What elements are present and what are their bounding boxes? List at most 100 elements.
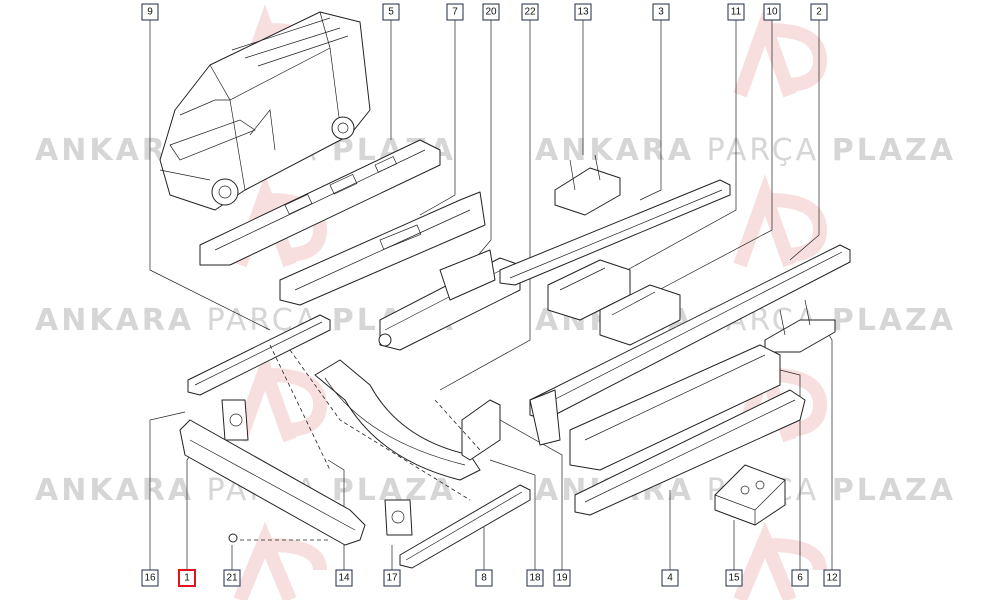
part-20-box-rail: [378, 249, 521, 351]
part-7-rail: [279, 191, 486, 306]
callout-label: 15: [728, 573, 740, 584]
callout-10[interactable]: 10: [763, 3, 781, 21]
callout-4[interactable]: 4: [661, 569, 679, 587]
callout-box: [335, 569, 353, 587]
callout-label: 16: [144, 573, 156, 584]
callout-box: [574, 3, 592, 21]
callout-box: [383, 569, 401, 587]
callout-box: [791, 569, 809, 587]
callout-label: 12: [826, 573, 838, 584]
callouts: 9 5 7 20 22 13 3 11 10 2 16 1 21 14 17 8 18 19 4 15 6 12: [141, 3, 841, 587]
part-1-bumper-beam: [179, 419, 366, 546]
callout-9[interactable]: 9: [141, 3, 159, 21]
watermark-brand-1: ANKARA: [35, 303, 194, 338]
callout-7[interactable]: 7: [446, 3, 464, 21]
callout-17[interactable]: 17: [383, 569, 401, 587]
callout-label: 9: [147, 7, 153, 18]
callout-8[interactable]: 8: [475, 569, 493, 587]
callout-label: 18: [529, 573, 541, 584]
part-19-bracket: [461, 399, 501, 461]
part-6-side-panel: [569, 344, 781, 471]
callout-16[interactable]: 16: [141, 569, 159, 587]
callout-label: 11: [731, 7, 742, 18]
callout-label: 4: [667, 573, 673, 584]
part-5-side-member: [199, 139, 441, 266]
callout-label: 8: [481, 573, 487, 584]
callout-label: 1: [184, 573, 190, 584]
callout-label: 21: [226, 573, 238, 584]
assembly-lines: [240, 344, 481, 541]
callout-box: [810, 3, 828, 21]
part-16-plate: [221, 399, 249, 441]
callout-box: [725, 569, 743, 587]
callout-11[interactable]: 11: [727, 3, 745, 21]
part-3-long-rail: [499, 179, 731, 286]
callout-box: [727, 3, 745, 21]
callout-label: 14: [338, 573, 350, 584]
watermark-logo-icon: [233, 521, 327, 600]
watermark-brand-2: PARÇA: [707, 133, 820, 168]
callout-12[interactable]: 12: [823, 569, 841, 587]
callout-box: [475, 569, 493, 587]
callout-label: 19: [556, 573, 568, 584]
callout-5[interactable]: 5: [382, 3, 400, 21]
part-15-fastener-kit: [714, 464, 786, 526]
watermark-brand-3: PLAZA: [832, 473, 956, 508]
van-illustration: [159, 11, 371, 211]
watermark-logo-icon: [233, 349, 328, 443]
callout-box: [446, 3, 464, 21]
callout-label: 6: [797, 573, 803, 584]
callout-6[interactable]: 6: [791, 569, 809, 587]
callout-2[interactable]: 2: [810, 3, 828, 21]
callout-box: [526, 569, 544, 587]
callout-box: [482, 3, 500, 21]
part-8-rail: [399, 484, 531, 569]
callout-3[interactable]: 3: [652, 3, 670, 21]
callout-label: 20: [485, 7, 497, 18]
callout-box: [141, 569, 159, 587]
part-22-curved-crossmember: [314, 359, 481, 481]
part-21-bolt: [228, 533, 238, 543]
callout-box: [223, 569, 241, 587]
callout-box: [141, 3, 159, 21]
callout-18[interactable]: 18: [526, 569, 544, 587]
callout-box: [763, 3, 781, 21]
watermark-brand-3: PLAZA: [832, 303, 956, 338]
callout-label: 7: [452, 7, 458, 18]
part-4-lower-rail: [574, 389, 806, 516]
part-9-cross-rail: [187, 314, 331, 396]
callout-19[interactable]: 19: [553, 569, 571, 587]
callout-1[interactable]: 1: [178, 569, 196, 587]
callout-13[interactable]: 13: [574, 3, 592, 21]
callout-20[interactable]: 20: [482, 3, 500, 21]
part-10-bracket: [599, 284, 681, 346]
callout-box: [652, 3, 670, 21]
watermark-brand-1: ANKARA: [35, 473, 194, 508]
callout-box: [521, 3, 539, 21]
callout-14[interactable]: 14: [335, 569, 353, 587]
callout-box: [382, 3, 400, 21]
callout-label: 17: [386, 573, 398, 584]
callout-22[interactable]: 22: [521, 3, 539, 21]
watermark-logo-icon: [733, 174, 828, 268]
watermark-logo-icon: [733, 521, 827, 600]
watermark-brand-3: PLAZA: [832, 133, 956, 168]
callout-box: [823, 569, 841, 587]
callout-box: [178, 569, 196, 587]
callout-box: [553, 569, 571, 587]
callout-label: 10: [766, 7, 778, 18]
callout-label: 5: [388, 7, 394, 18]
svg-text:ANKARA PARÇA PLAZA: ANKARA PARÇA PLAZA: [535, 133, 956, 168]
callout-box: [661, 569, 679, 587]
part-13-bracket: [554, 154, 621, 216]
svg-text:ANKARA PARÇA PLAZA: ANKARA PARÇA PLAZA: [35, 303, 456, 338]
callout-label: 3: [658, 7, 664, 18]
callout-21[interactable]: 21: [223, 569, 241, 587]
callout-15[interactable]: 15: [725, 569, 743, 587]
watermark-logo-icon: [733, 4, 828, 98]
callout-label: 13: [577, 7, 589, 18]
callout-label: 22: [524, 7, 536, 18]
part-2-rail: [529, 244, 851, 446]
callout-label: 2: [816, 7, 822, 18]
